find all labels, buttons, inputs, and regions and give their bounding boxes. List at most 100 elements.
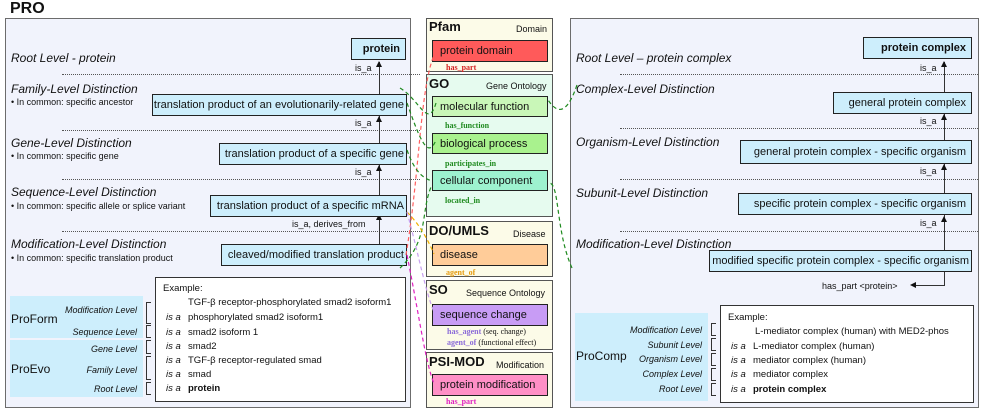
bracket bbox=[146, 340, 151, 354]
do-subtitle: Disease bbox=[513, 229, 546, 239]
node-cellular-component[interactable]: cellular component bbox=[432, 170, 548, 191]
example-term: protein complex bbox=[753, 384, 827, 395]
node-sequence[interactable]: translation product of a specific mRNA bbox=[210, 195, 407, 217]
bracket bbox=[711, 383, 716, 396]
relation-has-agent: has_agent (seq. change) bbox=[447, 327, 526, 336]
bracket bbox=[711, 368, 716, 381]
psimod-subtitle: Modification bbox=[496, 360, 545, 370]
isa-label: is a bbox=[731, 369, 746, 380]
relation-label: is_a bbox=[355, 167, 372, 177]
has-part-label: has_part <protein> bbox=[822, 281, 898, 291]
divider bbox=[62, 130, 420, 131]
bracket bbox=[711, 338, 716, 351]
has-part-connector bbox=[915, 285, 945, 286]
do-title: DO/UMLS bbox=[429, 223, 489, 238]
pro-level-sequence: Sequence-Level Distinction bbox=[11, 185, 157, 199]
node-protein-complex[interactable]: protein complex bbox=[863, 37, 972, 59]
node-modified-complex[interactable]: modified specific protein complex - spec… bbox=[709, 250, 972, 272]
bracket bbox=[146, 302, 151, 324]
divider bbox=[62, 74, 420, 75]
isa-label: is a bbox=[731, 384, 746, 395]
example-term: smad2 isoform 1 bbox=[188, 327, 259, 338]
example-term: TGF-β receptor-regulated smad bbox=[188, 355, 322, 366]
pro-example-box bbox=[155, 277, 406, 402]
node-biological-process[interactable]: biological process bbox=[432, 133, 548, 154]
relation-agent-of: agent_of (functional effect) bbox=[447, 338, 536, 347]
pfam-title: Pfam bbox=[429, 19, 461, 34]
band-level: Organism Level bbox=[638, 354, 702, 364]
band-level: Modification Level bbox=[64, 305, 137, 315]
pro-level-modification: Modification-Level Distinction bbox=[11, 237, 167, 251]
proevo-band bbox=[10, 340, 143, 397]
node-protein-domain[interactable]: protein domain bbox=[432, 40, 548, 62]
isa-label: is a bbox=[731, 355, 746, 366]
go-subtitle: Gene Ontology bbox=[486, 81, 547, 91]
example-term: phosphorylated smad2 isoform1 bbox=[188, 312, 324, 323]
relation-label: is_a bbox=[355, 118, 372, 128]
bracket bbox=[146, 325, 151, 338]
relation-located-in: located_in bbox=[445, 196, 481, 205]
pro-level-family: Family-Level Distinction bbox=[11, 82, 138, 96]
proform-band bbox=[10, 296, 143, 338]
pro-level-family-sub: • In common: specific ancestor bbox=[11, 97, 134, 107]
arrowhead-icon bbox=[941, 216, 947, 222]
node-disease[interactable]: disease bbox=[432, 244, 548, 266]
example-line: is a mediator complex bbox=[731, 369, 828, 380]
example-term: protein bbox=[188, 383, 221, 394]
relation-has-part: has_part bbox=[446, 397, 477, 406]
node-modification[interactable]: cleaved/modified translation product bbox=[221, 244, 407, 266]
example-line: L-mediator complex (human) with MED2-pho… bbox=[755, 326, 949, 337]
node-sequence-change[interactable]: sequence change bbox=[432, 304, 548, 326]
complex-level-modification: Modification-Level Distinction bbox=[576, 237, 732, 251]
pro-level-modification-sub: • In common: specific translation produc… bbox=[11, 253, 173, 263]
diagram-title: PRO bbox=[10, 0, 45, 17]
complex-level-complex: Complex-Level Distinction bbox=[576, 82, 715, 96]
relation-label: is_a bbox=[920, 166, 937, 176]
arrowhead-icon bbox=[376, 214, 382, 220]
proevo-label: ProEvo bbox=[11, 362, 51, 376]
node-gene[interactable]: translation product of a specific gene bbox=[219, 143, 407, 165]
divider bbox=[620, 128, 978, 129]
node-specific-complex-organism[interactable]: specific protein complex - specific orga… bbox=[738, 193, 972, 215]
node-molecular-function[interactable]: molecular function bbox=[432, 96, 548, 117]
band-level: Subunit Level bbox=[647, 340, 702, 350]
isa-label: is a bbox=[166, 327, 181, 338]
node-protein-modification[interactable]: protein modification bbox=[432, 374, 548, 396]
node-general-complex-organism[interactable]: general protein complex - specific organ… bbox=[740, 140, 972, 164]
arrowhead-left-icon bbox=[910, 282, 916, 288]
isa-label: is a bbox=[166, 383, 181, 394]
node-general-complex[interactable]: general protein complex bbox=[833, 92, 972, 114]
band-level: Modification Level bbox=[629, 325, 702, 335]
complex-level-organism: Organism-Level Distinction bbox=[576, 135, 720, 149]
example-line: TGF-β receptor-phosphorylated smad2 isof… bbox=[188, 297, 392, 308]
arrowhead-icon bbox=[376, 165, 382, 171]
divider bbox=[62, 231, 420, 232]
arrowhead-icon bbox=[941, 114, 947, 120]
arrowhead-icon bbox=[941, 164, 947, 170]
arrowhead-icon bbox=[376, 61, 382, 67]
band-level: Gene Level bbox=[90, 344, 137, 354]
relation-name: agent_of bbox=[447, 338, 477, 347]
example-term: L-mediator complex (human) bbox=[753, 341, 875, 352]
divider bbox=[620, 231, 978, 232]
band-level: Sequence Level bbox=[72, 327, 137, 337]
node-family[interactable]: translation product of an evolutionarily… bbox=[152, 94, 407, 116]
pro-level-root: Root Level - protein bbox=[11, 51, 116, 65]
complex-level-subunit: Subunit-Level Distinction bbox=[576, 186, 709, 200]
relation-has-part: has_part bbox=[446, 63, 477, 72]
bracket bbox=[146, 356, 151, 380]
go-title: GO bbox=[429, 76, 450, 91]
divider bbox=[620, 74, 978, 75]
example-term: mediator complex bbox=[753, 369, 828, 380]
divider bbox=[62, 179, 420, 180]
relation-agent-of: agent_of bbox=[446, 268, 476, 277]
isa-connector bbox=[944, 62, 945, 285]
example-line: is a smad2 isoform 1 bbox=[166, 327, 258, 338]
node-protein[interactable]: protein bbox=[351, 38, 406, 60]
